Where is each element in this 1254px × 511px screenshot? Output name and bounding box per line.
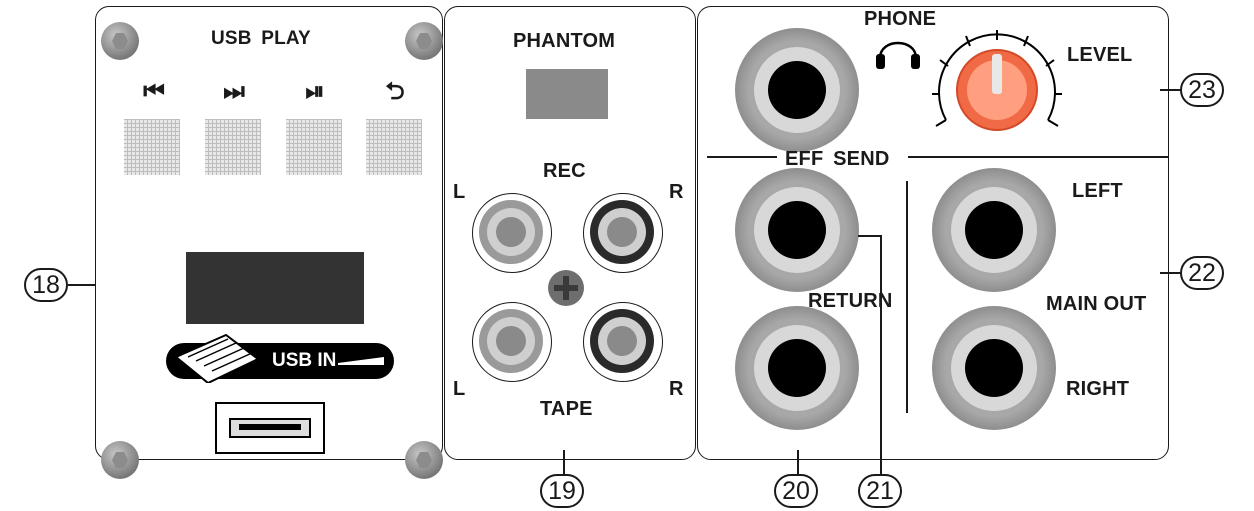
callout-20-leader <box>797 450 799 475</box>
phones-jack[interactable] <box>735 28 859 152</box>
tape-left-label: L <box>453 378 466 400</box>
usb-play-panel <box>95 6 443 460</box>
rec-right-jack[interactable] <box>583 193 663 273</box>
return-jack[interactable] <box>735 306 859 430</box>
level-knob[interactable] <box>932 28 1062 138</box>
phantom-label: PHANTOM <box>513 30 616 52</box>
callout-23-leader <box>1160 89 1182 91</box>
callout-21-leader-v <box>880 235 882 475</box>
tape-right-jack[interactable] <box>583 302 663 382</box>
arrow-icon <box>338 357 384 365</box>
usb-in-label: USB IN <box>272 350 337 371</box>
callout-18: 18 <box>24 268 68 302</box>
next-track-icon: ⏭ <box>223 78 245 105</box>
callout-22-leader <box>1160 272 1182 274</box>
usb-play-title: USB PLAY <box>211 28 311 49</box>
main-out-left-jack[interactable] <box>932 168 1056 292</box>
tape-label: TAPE <box>540 398 593 420</box>
eff-send-divider-right <box>908 156 1168 158</box>
play-pause-icon: ⏯ <box>305 78 325 105</box>
left-label: LEFT <box>1072 180 1123 202</box>
level-label: LEVEL <box>1067 44 1133 66</box>
screw-bottom-left <box>101 441 139 479</box>
callout-22: 22 <box>1180 256 1224 290</box>
vertical-divider <box>906 181 908 413</box>
next-track-button[interactable] <box>205 119 261 175</box>
screw-top-left <box>101 22 139 60</box>
mixer-icon <box>174 333 260 383</box>
tape-left-jack[interactable] <box>472 302 552 382</box>
phone-label: PHONE <box>864 8 937 30</box>
main-out-label: MAIN OUT <box>1046 293 1147 315</box>
previous-track-icon: ⏮ <box>143 78 165 105</box>
main-out-right-jack[interactable] <box>932 306 1056 430</box>
repeat-button[interactable] <box>366 119 422 175</box>
center-screw <box>548 270 584 306</box>
eff-send-label: EFF SEND <box>785 148 890 170</box>
callout-19: 19 <box>540 474 584 508</box>
usb-in-badge: USB IN <box>166 333 394 383</box>
tape-right-label: R <box>669 378 684 400</box>
phantom-led <box>526 69 608 119</box>
return-label: RETURN <box>808 290 893 312</box>
repeat-icon: ⮌ <box>385 78 405 105</box>
callout-19-leader <box>563 450 565 475</box>
play-pause-button[interactable] <box>286 119 342 175</box>
rec-left-jack[interactable] <box>472 193 552 273</box>
rec-right-label: R <box>669 181 684 203</box>
eff-send-jack[interactable] <box>735 168 859 292</box>
callout-18-leader <box>68 284 95 286</box>
screw-top-right <box>405 22 443 60</box>
usb-port-slot <box>229 418 311 438</box>
headphones-icon <box>876 41 920 69</box>
usb-port[interactable] <box>215 402 325 454</box>
previous-track-button[interactable] <box>124 119 180 175</box>
usb-display <box>186 252 364 324</box>
rec-label: REC <box>543 160 586 182</box>
callout-23: 23 <box>1180 73 1224 107</box>
callout-20: 20 <box>774 474 818 508</box>
rec-left-label: L <box>453 181 466 203</box>
right-label: RIGHT <box>1066 378 1130 400</box>
callout-21: 21 <box>858 474 902 508</box>
callout-21-leader-h <box>858 235 882 237</box>
screw-bottom-right <box>405 441 443 479</box>
eff-send-divider-left <box>707 156 777 158</box>
